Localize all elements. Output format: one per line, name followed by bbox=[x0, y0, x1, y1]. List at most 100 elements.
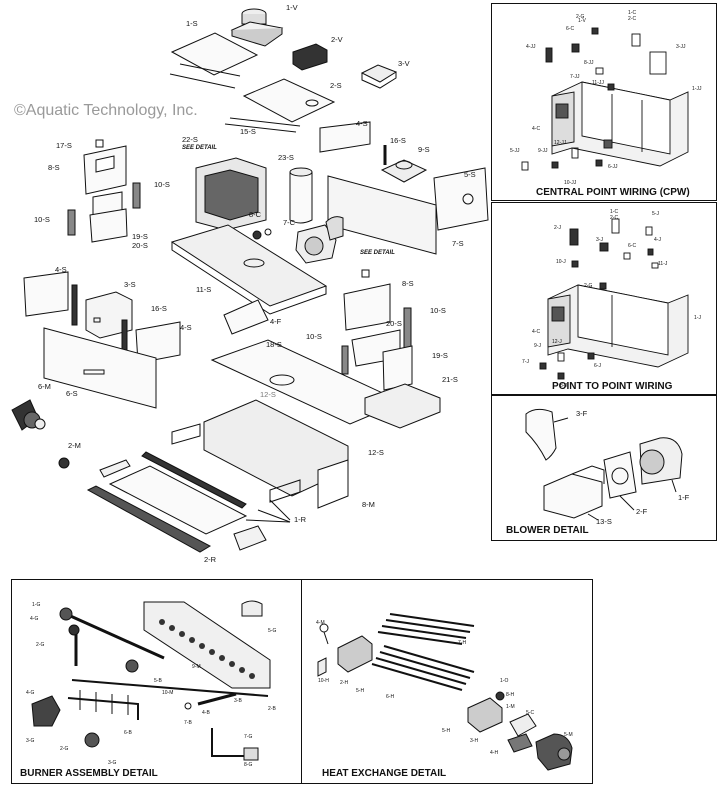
part-label: 2-V bbox=[331, 35, 343, 44]
part-label: 5-C bbox=[526, 710, 535, 716]
part-label: 5-J bbox=[652, 211, 659, 217]
ptp-drawing bbox=[539, 218, 689, 380]
part-label: 1-R bbox=[294, 515, 307, 524]
watermark: ©Aquatic Technology, Inc. bbox=[14, 102, 198, 119]
part-label: 5-G bbox=[268, 628, 277, 634]
part-label: 3-J bbox=[596, 237, 603, 243]
side-panel-part bbox=[319, 121, 371, 153]
part-label: 4-C bbox=[532, 126, 541, 132]
part-label: 2-S bbox=[330, 81, 342, 90]
part-label: 2-F bbox=[636, 507, 648, 516]
part-label: 2-G bbox=[36, 642, 45, 648]
part-label: 6-B bbox=[124, 730, 132, 736]
part-label: 3-G bbox=[108, 760, 117, 766]
part-label: 5-S bbox=[464, 170, 476, 179]
see-detail-note: SEE DETAIL bbox=[182, 145, 217, 151]
part-label: 10-S bbox=[306, 332, 322, 341]
front-long-panel-part bbox=[327, 175, 437, 255]
part-label: 19-S bbox=[432, 351, 448, 360]
part-label: 12-J bbox=[552, 339, 562, 345]
part-label: 16-S bbox=[390, 136, 406, 145]
part-label: 20-S bbox=[386, 319, 402, 328]
part-label: 8-G bbox=[244, 762, 253, 768]
part-label: 1-V bbox=[286, 3, 298, 12]
part-label: 7-B bbox=[184, 720, 192, 726]
part-label: 19-S bbox=[132, 232, 148, 241]
part-label: 10-JJ bbox=[564, 180, 577, 186]
part-label: 3-S bbox=[124, 280, 136, 289]
vent-block-part bbox=[360, 64, 398, 83]
part-label: 18-S bbox=[266, 340, 282, 349]
part-label: 2-H bbox=[340, 680, 349, 686]
part-label: 1-M bbox=[506, 704, 515, 710]
part-label: 1-O bbox=[500, 678, 509, 684]
part-label: 7-H bbox=[458, 640, 467, 646]
part-label: 6-C bbox=[566, 26, 575, 32]
part-label: 1-F bbox=[678, 493, 690, 502]
part-label: 2-C bbox=[610, 215, 619, 221]
part-label: 2-M bbox=[68, 441, 81, 450]
burner-title: BURNER ASSEMBLY DETAIL bbox=[20, 768, 158, 779]
part-label: 9-JJ bbox=[538, 148, 548, 154]
part-label: 3-B bbox=[234, 698, 242, 704]
blower-detail-box: 3-F 1-F 2-F 13-S BLOWER DETAIL bbox=[491, 395, 717, 541]
part-label: 12-S bbox=[260, 390, 276, 399]
part-label: 6-J bbox=[594, 363, 601, 369]
end-panel-part bbox=[433, 167, 489, 231]
part-label: 11-J bbox=[658, 261, 668, 267]
blower-title: BLOWER DETAIL bbox=[506, 525, 589, 536]
blower-drawing bbox=[525, 408, 683, 521]
vent-collar-part bbox=[230, 8, 284, 47]
blower-part bbox=[295, 216, 344, 264]
part-label: 20-S bbox=[132, 241, 148, 250]
part-label: 7-J bbox=[522, 359, 529, 365]
part-label: 8-H bbox=[506, 692, 515, 698]
part-label: 7-G bbox=[244, 734, 253, 740]
part-label: 1-V bbox=[578, 18, 586, 24]
part-label: 1-C bbox=[610, 209, 619, 215]
part-label: 1-J bbox=[694, 315, 701, 321]
burner-bar-part bbox=[86, 485, 212, 553]
part-label: 11-JJ bbox=[592, 80, 604, 86]
part-label: 22-S bbox=[182, 135, 198, 144]
part-label: 10-S bbox=[430, 306, 446, 315]
cpw-drawing bbox=[521, 27, 689, 171]
junction-box-part bbox=[85, 291, 133, 339]
part-label: 11-S bbox=[196, 285, 212, 294]
part-label: 4-B bbox=[202, 710, 210, 716]
part-label: 4-S bbox=[356, 119, 368, 128]
part-label: 12-JJ bbox=[554, 140, 567, 146]
part-label: 7-JJ bbox=[570, 74, 580, 80]
part-label: 8-M bbox=[362, 500, 375, 509]
part-label: 2-R bbox=[204, 555, 217, 564]
part-label: 10-J bbox=[556, 259, 566, 265]
part-label: 2-C bbox=[628, 16, 637, 22]
flue-collar-part bbox=[380, 159, 428, 183]
part-label: 8-C bbox=[249, 210, 262, 219]
part-label: 3-G bbox=[26, 738, 35, 744]
burner-drawing bbox=[31, 600, 271, 761]
part-label: 4-J bbox=[654, 237, 661, 243]
part-label: 3-H bbox=[470, 738, 479, 744]
top-panel-part bbox=[170, 32, 259, 76]
motor-part bbox=[11, 399, 46, 431]
part-label: 10-S bbox=[154, 180, 170, 189]
ptp-detail-box: 1-C 2-C 5-J 2-J 3-J 4-J 6-C 10-J 11-J 2-… bbox=[491, 202, 717, 395]
part-label: 4-S bbox=[55, 265, 67, 274]
part-label: 2-G bbox=[576, 14, 585, 20]
vent-adapter-part bbox=[292, 43, 328, 71]
part-label: 4-F bbox=[270, 317, 282, 326]
part-label: 2-B bbox=[268, 706, 276, 712]
part-label: 6-C bbox=[628, 243, 637, 249]
part-label: 7-C bbox=[283, 218, 296, 227]
heat-exchange-title: HEAT EXCHANGE DETAIL bbox=[322, 768, 447, 779]
part-label: 5-B bbox=[154, 678, 162, 684]
part-label: 2-G bbox=[584, 283, 593, 289]
part-label: 6-S bbox=[66, 389, 78, 398]
part-label: 21-S bbox=[442, 375, 458, 384]
part-label: 6-JJ bbox=[608, 164, 618, 170]
part-label: 9-M bbox=[192, 664, 201, 670]
part-label: 12-S bbox=[368, 448, 384, 457]
